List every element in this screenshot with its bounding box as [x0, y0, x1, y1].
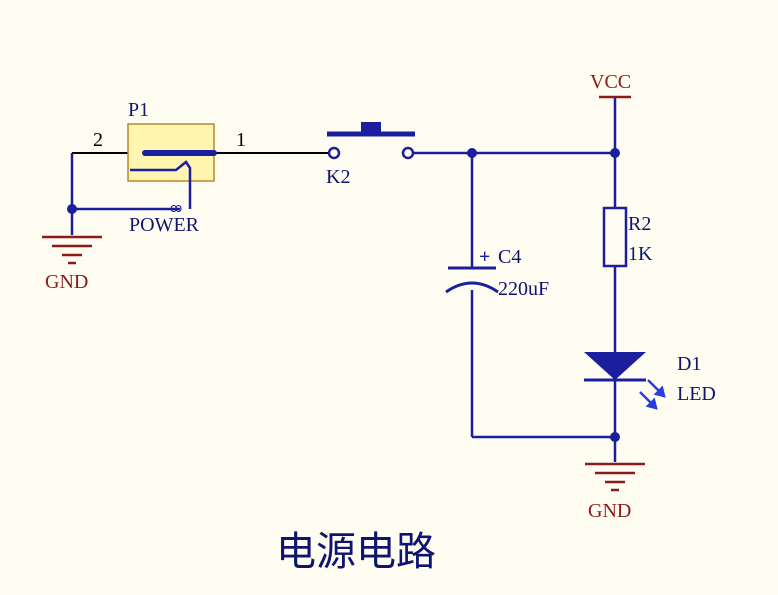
- k2-designator: K2: [326, 166, 350, 188]
- diagram-title: 电源电路: [276, 529, 436, 575]
- r2-designator: R2: [628, 213, 651, 235]
- junctions: [67, 148, 620, 442]
- r2-value: 1K: [628, 243, 653, 265]
- led-light-arrows-icon: [639, 379, 666, 410]
- p1-switch-contact: [130, 160, 192, 209]
- k2-push-button: K2: [326, 122, 415, 188]
- p1-pin2-number: 2: [93, 129, 103, 151]
- d1-diode-triangle: [584, 352, 646, 380]
- p1-small-mark: ꝏ: [170, 201, 182, 215]
- junction-dot: [610, 148, 620, 158]
- d1-designator: D1: [677, 353, 701, 375]
- c4-plate-bottom: [445, 281, 499, 294]
- junction-dot: [67, 204, 77, 214]
- d1-led: D1 LED: [584, 352, 716, 410]
- p1-connector: P1 2 1 POWER ꝏ: [93, 99, 246, 236]
- gnd-left-symbol: [42, 235, 102, 265]
- gnd-right-label: GND: [588, 500, 631, 522]
- junction-dot: [467, 148, 477, 158]
- d1-value: LED: [677, 383, 716, 405]
- vcc-label: VCC: [590, 71, 631, 93]
- r2-body: [602, 206, 628, 268]
- p1-designator: P1: [128, 99, 149, 121]
- c4-designator: C4: [498, 246, 521, 268]
- junction-dot: [610, 432, 620, 442]
- gnd-left-label: GND: [45, 271, 88, 293]
- k2-terminal-right: [401, 146, 415, 160]
- r2-resistor: R2 1K: [602, 206, 653, 268]
- k2-terminal-left: [327, 146, 341, 160]
- c4-polarity-mark: +: [479, 246, 490, 268]
- vcc-power-port: VCC: [590, 71, 631, 99]
- p1-pin1-number: 1: [236, 129, 246, 151]
- gnd-right-symbol: [585, 462, 645, 492]
- c4-capacitor: + C4 220uF: [445, 246, 549, 300]
- k2-actuator-knob: [361, 122, 381, 134]
- p1-value: POWER: [129, 214, 200, 236]
- c4-value: 220uF: [498, 278, 549, 300]
